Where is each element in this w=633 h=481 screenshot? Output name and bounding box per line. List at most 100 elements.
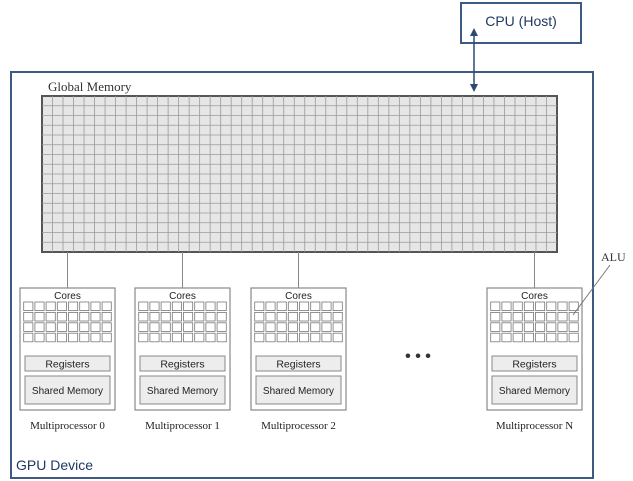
- core-cell: [23, 301, 34, 312]
- core-cell: [512, 332, 523, 343]
- shared-memory-box: [139, 375, 226, 405]
- core-cell: [149, 322, 160, 332]
- core-cell: [45, 311, 56, 322]
- core-cell: [523, 332, 534, 343]
- core-cell: [287, 301, 298, 312]
- core-cell: [171, 301, 182, 312]
- core-cell: [557, 301, 568, 312]
- core-cell: [194, 322, 205, 332]
- core-cell: [276, 311, 287, 322]
- core-cell: [546, 311, 557, 322]
- core-cell: [535, 311, 546, 322]
- cores-label: Cores: [285, 291, 312, 302]
- core-cell: [149, 332, 160, 343]
- core-cell: [45, 322, 56, 332]
- registers-label: Registers: [45, 359, 89, 371]
- core-cell: [194, 301, 205, 312]
- core-cell: [216, 322, 227, 332]
- core-cell: [265, 332, 276, 343]
- core-cell: [205, 311, 216, 322]
- core-cell: [194, 332, 205, 343]
- core-cell: [205, 301, 216, 312]
- registers-label: Registers: [512, 359, 556, 371]
- ellipsis: • • •: [405, 348, 431, 365]
- core-cell: [34, 332, 45, 343]
- core-cell: [523, 311, 534, 322]
- core-cell: [321, 311, 332, 322]
- core-cell: [23, 322, 34, 332]
- core-cell: [321, 322, 332, 332]
- core-cell: [90, 311, 101, 322]
- core-cell: [216, 311, 227, 322]
- multiprocessor-name: Multiprocessor 0: [30, 420, 105, 432]
- core-cell: [310, 332, 321, 343]
- core-cell: [160, 311, 171, 322]
- registers-box: [139, 355, 226, 372]
- core-cell: [568, 301, 579, 312]
- core-cell: [138, 322, 149, 332]
- cores-label: Cores: [521, 291, 548, 302]
- core-cell: [568, 322, 579, 332]
- multiprocessor-name: Multiprocessor 2: [261, 420, 336, 432]
- core-cell: [23, 311, 34, 322]
- core-cell: [79, 322, 90, 332]
- core-cell: [160, 322, 171, 332]
- shared-memory-box: [491, 375, 578, 405]
- core-cell: [557, 311, 568, 322]
- core-cell: [101, 301, 112, 312]
- core-cell: [56, 332, 67, 343]
- core-cell: [90, 332, 101, 343]
- core-cell: [56, 322, 67, 332]
- cores-label: Cores: [169, 291, 196, 302]
- global-memory-label: Global Memory: [48, 79, 132, 94]
- core-cell: [254, 301, 265, 312]
- core-cell: [101, 311, 112, 322]
- core-cell: [501, 311, 512, 322]
- core-cell: [512, 311, 523, 322]
- alu-label: ALU: [601, 250, 626, 264]
- core-cell: [183, 332, 194, 343]
- core-cell: [90, 301, 101, 312]
- core-cell: [79, 332, 90, 343]
- core-cell: [149, 301, 160, 312]
- core-cell: [90, 322, 101, 332]
- core-cell: [299, 311, 310, 322]
- core-cell: [34, 301, 45, 312]
- core-cell: [101, 332, 112, 343]
- core-cell: [160, 301, 171, 312]
- core-cell: [332, 322, 343, 332]
- core-cell: [171, 322, 182, 332]
- core-cell: [568, 311, 579, 322]
- multiprocessor-name: Multiprocessor 1: [145, 420, 220, 432]
- core-cell: [512, 301, 523, 312]
- registers-box: [24, 355, 111, 372]
- core-cell: [523, 301, 534, 312]
- cores-grid: [254, 301, 343, 343]
- core-cell: [332, 311, 343, 322]
- core-cell: [183, 311, 194, 322]
- core-cell: [183, 322, 194, 332]
- core-cell: [321, 301, 332, 312]
- core-cell: [568, 332, 579, 343]
- core-cell: [512, 322, 523, 332]
- core-cell: [501, 322, 512, 332]
- core-cell: [490, 322, 501, 332]
- core-cell: [56, 301, 67, 312]
- core-cell: [68, 332, 79, 343]
- core-cell: [68, 311, 79, 322]
- core-cell: [287, 322, 298, 332]
- core-cell: [45, 332, 56, 343]
- core-cell: [34, 311, 45, 322]
- core-cell: [205, 332, 216, 343]
- core-cell: [254, 322, 265, 332]
- core-cell: [138, 311, 149, 322]
- core-cell: [79, 311, 90, 322]
- registers-box: [255, 355, 342, 372]
- core-cell: [45, 301, 56, 312]
- shared-memory-box: [255, 375, 342, 405]
- core-cell: [160, 332, 171, 343]
